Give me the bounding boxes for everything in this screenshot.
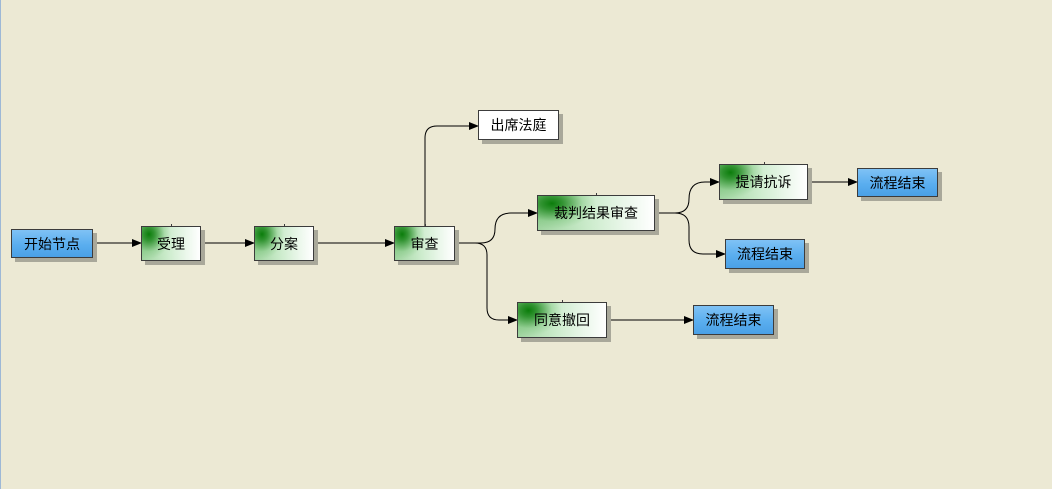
node-appeal[interactable]: 提请抗诉	[719, 162, 808, 200]
node-accept-label: 受理	[157, 236, 185, 253]
node-accept[interactable]: 受理	[141, 224, 201, 261]
node-judgment-review-label: 裁判结果审查	[554, 206, 638, 222]
node-review[interactable]: 审查	[394, 224, 455, 261]
node-assign[interactable]: 分案	[254, 224, 314, 261]
node-assign-tick	[284, 224, 285, 227]
node-withdraw-tick	[562, 300, 563, 303]
node-start-label: 开始节点	[24, 236, 80, 253]
node-accept-tick	[171, 224, 172, 227]
edge-review-to-judgment-review	[455, 209, 538, 244]
node-appeal-label: 提请抗诉	[735, 175, 792, 191]
node-end-appeal-label: 流程结束	[869, 175, 926, 192]
edge-review-to-withdraw	[455, 242, 518, 324]
node-attend-court[interactable]: 出席法庭	[478, 110, 559, 140]
node-appeal-tick	[763, 162, 765, 165]
edge-judgment-to-appeal	[655, 178, 720, 214]
node-end-judgment[interactable]: 流程结束	[725, 239, 805, 269]
node-end-appeal[interactable]: 流程结束	[857, 168, 938, 197]
node-review-label: 审查	[410, 236, 439, 253]
edge-judgment-to-end	[655, 212, 726, 258]
edge-review-to-attend-court	[424, 122, 479, 226]
node-judgment-review[interactable]: 裁判结果审查	[537, 193, 655, 231]
node-withdraw[interactable]: 同意撤回	[517, 300, 607, 338]
node-end-withdraw-label: 流程结束	[705, 313, 762, 329]
node-attend-court-label: 出席法庭	[490, 118, 547, 134]
node-withdraw-label: 同意撤回	[534, 313, 590, 329]
node-assign-label: 分案	[270, 236, 298, 253]
node-end-withdraw[interactable]: 流程结束	[693, 305, 774, 335]
node-judgment-review-tick	[596, 193, 597, 196]
node-review-tick	[424, 224, 426, 227]
node-start[interactable]: 开始节点	[11, 229, 93, 258]
node-end-judgment-label: 流程结束	[737, 247, 793, 263]
